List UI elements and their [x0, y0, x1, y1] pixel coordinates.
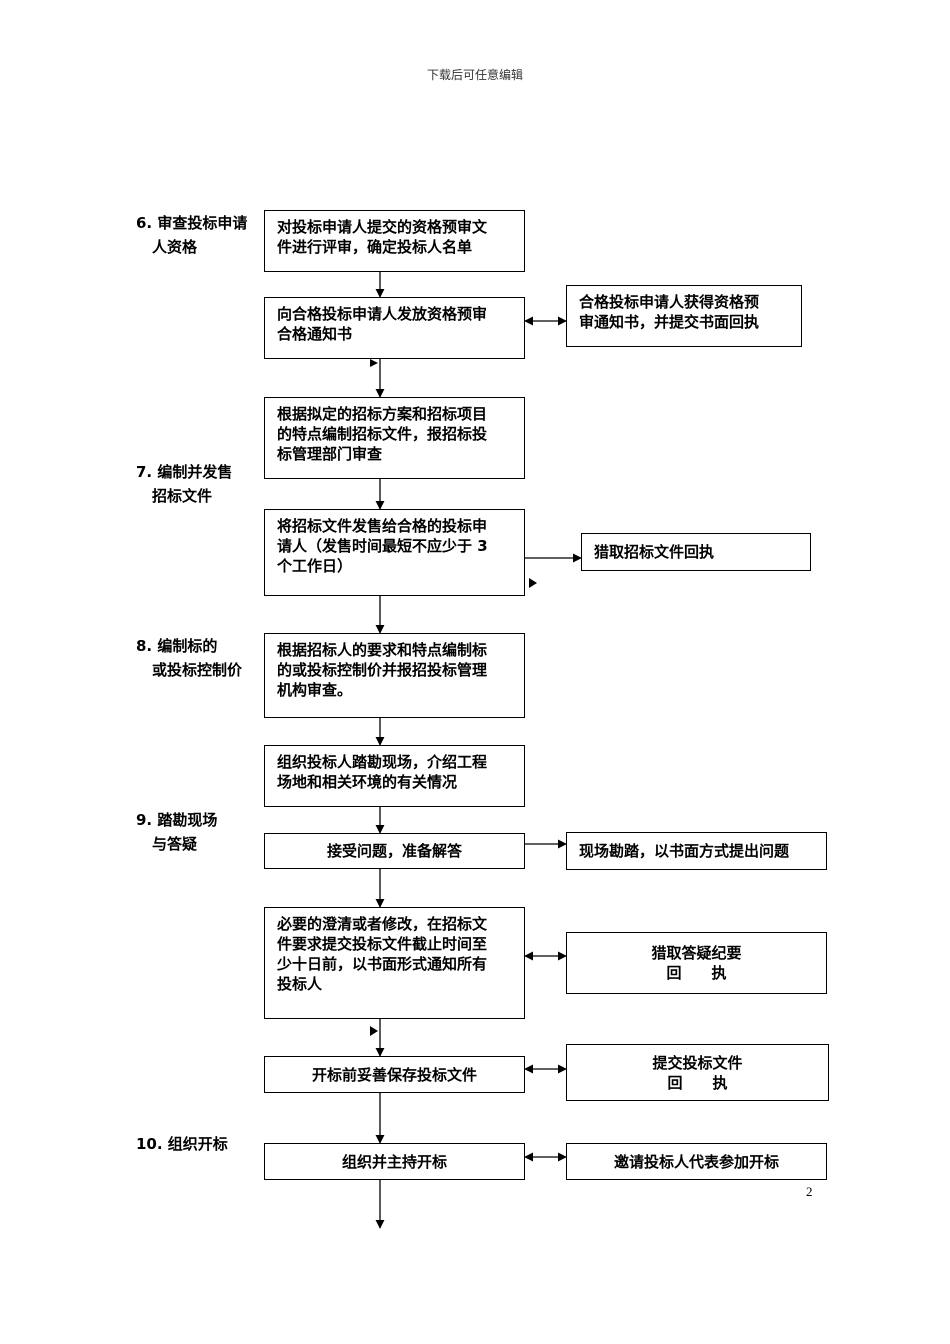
step-box-review-qualification: 对投标申请人提交的资格预审文 件进行评审，确定投标人名单	[264, 210, 525, 272]
step-box-host-opening: 组织并主持开标	[264, 1143, 525, 1180]
stage-6-label: 6. 审查投标申请 人资格	[136, 211, 247, 259]
step-box-prepare-tender-docs: 根据拟定的招标方案和招标项目 的特点编制招标文件，报招标投 标管理部门审查	[264, 397, 525, 479]
side-box-qa-minutes-receipt: 猎取答疑纪要 回 执	[566, 932, 827, 994]
side-box-receipt-qualification: 合格投标申请人获得资格预 审通知书，并提交书面回执	[566, 285, 802, 347]
step-box-keep-bids: 开标前妥善保存投标文件	[264, 1056, 525, 1093]
side-text-line: 猎取招标文件回执	[594, 543, 715, 561]
side-box-invite-bidders: 邀请投标人代表参加开标	[566, 1143, 827, 1180]
step-box-control-price: 根据招标人的要求和特点编制标 的或投标控制价并报招投标管理 机构审查。	[264, 633, 525, 718]
step-box-site-visit: 组织投标人踏勘现场，介绍工程 场地和相关环境的有关情况	[264, 745, 525, 807]
stage-6-line-2: 人资格	[152, 238, 198, 256]
side-box-submit-bid-receipt: 提交投标文件 回 执	[566, 1044, 829, 1101]
step-text-line: 将招标文件发售给合格的投标申	[277, 517, 488, 535]
side-text-line: 回 执	[667, 1073, 728, 1092]
step-text-line: 向合格投标申请人发放资格预审	[277, 305, 488, 323]
stray-arrowhead-2	[529, 578, 537, 588]
step-text-line: 组织投标人踏勘现场，介绍工程	[277, 753, 488, 771]
step-text-line: 的或投标控制价并报招投标管理	[277, 661, 488, 679]
stage-10-line-1: 10. 组织开标	[136, 1135, 228, 1153]
stray-arrowhead-1	[370, 359, 378, 367]
step-text-line: 组织并主持开标	[341, 1152, 447, 1171]
step-box-sell-tender-docs: 将招标文件发售给合格的投标申 请人（发售时间最短不应少于 3 个工作日）	[264, 509, 525, 596]
stage-8-line-1: 8. 编制标的	[136, 637, 218, 655]
step-text-line: 合格通知书	[277, 325, 353, 343]
stray-arrowhead-3	[370, 1026, 378, 1036]
step-text-line: 的特点编制招标文件，报招标投	[277, 425, 488, 443]
stage-8-label: 8. 编制标的 或投标控制价	[136, 634, 242, 682]
side-text-line: 审通知书，并提交书面回执	[579, 313, 760, 331]
step-text-line: 必要的澄清或者修改，在招标文	[277, 915, 488, 933]
side-text-line: 邀请投标人代表参加开标	[613, 1152, 779, 1171]
side-box-tender-doc-receipt: 猎取招标文件回执	[581, 533, 811, 571]
side-text-line: 猎取答疑纪要	[651, 944, 742, 962]
stage-9-label: 9. 踏勘现场 与答疑	[136, 808, 217, 856]
stage-7-label: 7. 编制并发售 招标文件	[136, 460, 232, 508]
step-text-line: 根据拟定的招标方案和招标项目	[277, 405, 488, 423]
step-text-line: 请人（发售时间最短不应少于 3	[277, 537, 488, 555]
stage-9-line-1: 9. 踏勘现场	[136, 811, 218, 829]
side-text-line: 回 执	[666, 964, 727, 982]
stage-7-line-2: 招标文件	[152, 487, 213, 505]
page-number: 2	[806, 1184, 813, 1199]
step-text-line: 机构审查。	[277, 681, 353, 699]
step-text-line: 投标人	[277, 975, 323, 993]
step-box-accept-questions: 接受问题，准备解答	[264, 833, 525, 869]
step-text-line: 接受问题，准备解答	[326, 842, 462, 860]
step-text-line: 个工作日）	[277, 557, 353, 575]
side-text-line: 合格投标申请人获得资格预	[579, 293, 760, 311]
step-text-line: 开标前妥善保存投标文件	[311, 1065, 477, 1084]
stage-6-line-1: 6. 审查投标申请	[136, 214, 248, 232]
side-text-line: 现场勘踏，以书面方式提出问题	[579, 842, 790, 860]
step-text-line: 件进行评审，确定投标人名单	[277, 238, 473, 256]
step-box-issue-notice: 向合格投标申请人发放资格预审 合格通知书	[264, 297, 525, 359]
step-text-line: 件要求提交投标文件截止时间至	[277, 935, 488, 953]
step-text-line: 场地和相关环境的有关情况	[277, 773, 458, 791]
side-text-line: 提交投标文件	[652, 1053, 743, 1072]
step-text-line: 少十日前，以书面形式通知所有	[277, 955, 488, 973]
stage-8-line-2: 或投标控制价	[152, 661, 243, 679]
stage-9-line-2: 与答疑	[152, 835, 198, 853]
side-box-raise-questions: 现场勘踏，以书面方式提出问题	[566, 832, 827, 870]
step-text-line: 根据招标人的要求和特点编制标	[277, 641, 488, 659]
step-box-clarification: 必要的澄清或者修改，在招标文 件要求提交投标文件截止时间至 少十日前，以书面形式…	[264, 907, 525, 1019]
page-header: 下载后可任意编辑	[426, 68, 523, 82]
stage-7-line-1: 7. 编制并发售	[136, 463, 233, 481]
step-text-line: 标管理部门审查	[277, 445, 383, 463]
stage-10-label: 10. 组织开标	[136, 1132, 228, 1156]
step-text-line: 对投标申请人提交的资格预审文	[277, 218, 488, 236]
